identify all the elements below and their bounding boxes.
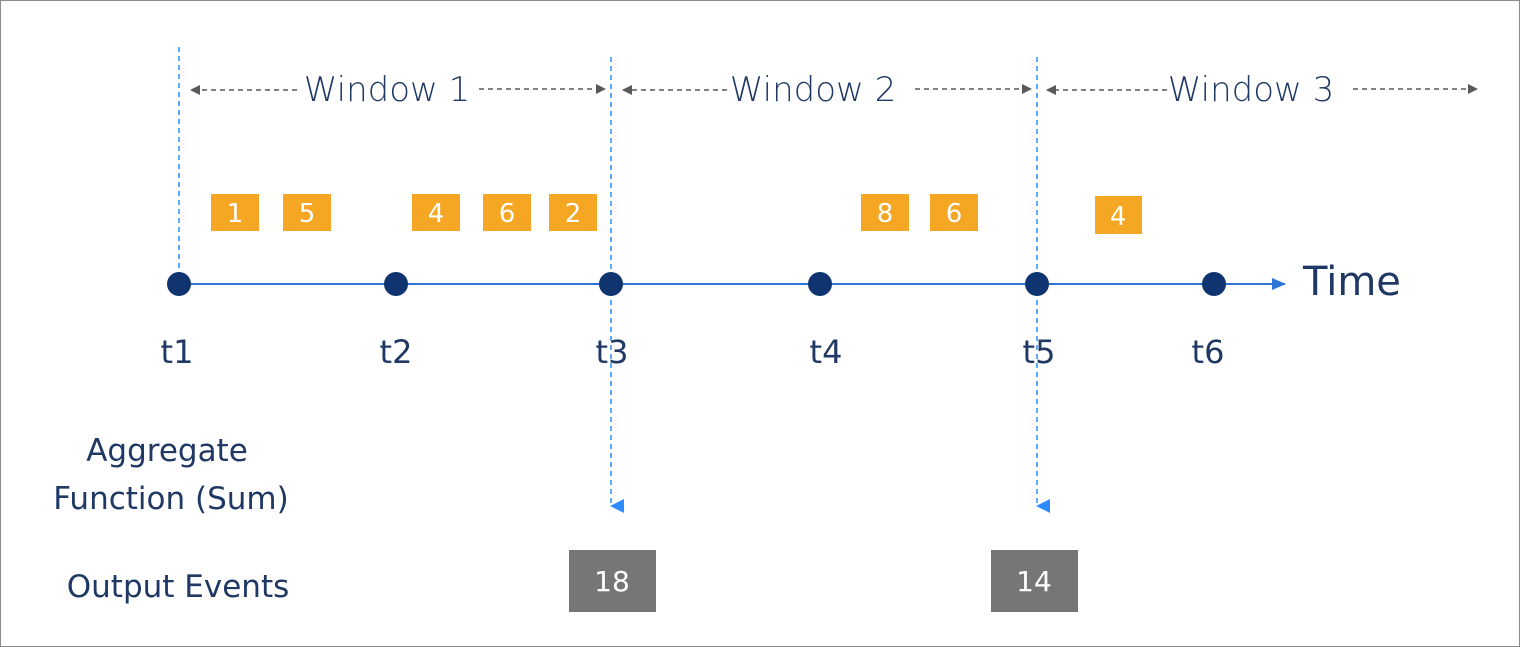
timeline-node-t3 <box>599 272 623 296</box>
event-box: 2 <box>549 194 597 231</box>
output-events-label: Output Events <box>67 569 290 605</box>
event-value: 4 <box>1110 202 1127 232</box>
event-value: 2 <box>565 199 582 229</box>
event-box: 5 <box>283 194 331 231</box>
tick-label-t2: t2 <box>380 333 413 371</box>
tick-label-t3: t3 <box>596 333 629 371</box>
timeline-node-t6 <box>1202 272 1226 296</box>
tick-label-t4: t4 <box>810 333 843 371</box>
tick-label-t1: t1 <box>161 333 194 371</box>
window-2-label: Window 2 <box>730 70 897 110</box>
timeline-node-t2 <box>384 272 408 296</box>
event-value: 5 <box>299 199 316 229</box>
event-value: 8 <box>877 199 894 229</box>
output-value: 18 <box>594 565 630 598</box>
tick-label-t6: t6 <box>1192 333 1225 371</box>
event-value: 1 <box>227 199 244 229</box>
time-axis-label: Time <box>1302 259 1401 305</box>
event-box: 4 <box>412 194 460 231</box>
event-box: 4 <box>1095 196 1142 234</box>
timeline-node-t1 <box>167 272 191 296</box>
event-value: 6 <box>946 199 963 229</box>
event-box: 6 <box>483 194 531 231</box>
output-value: 14 <box>1016 565 1052 598</box>
window-1-label: Window 1 <box>304 70 471 110</box>
timeline-node-t4 <box>808 272 832 296</box>
event-box: 1 <box>211 194 259 231</box>
event-value: 4 <box>428 199 445 229</box>
output-event-box: 18 <box>569 550 656 612</box>
aggregate-label-line2: Function (Sum) <box>53 481 288 517</box>
aggregate-label-line1: Aggregate <box>86 433 248 469</box>
tick-label-t5: t5 <box>1023 333 1056 371</box>
event-box: 8 <box>861 194 909 231</box>
timeline-node-t5 <box>1025 272 1049 296</box>
output-event-box: 14 <box>991 550 1078 612</box>
window-3-label: Window 3 <box>1168 70 1335 110</box>
event-value: 6 <box>499 199 516 229</box>
event-box: 6 <box>930 194 978 231</box>
